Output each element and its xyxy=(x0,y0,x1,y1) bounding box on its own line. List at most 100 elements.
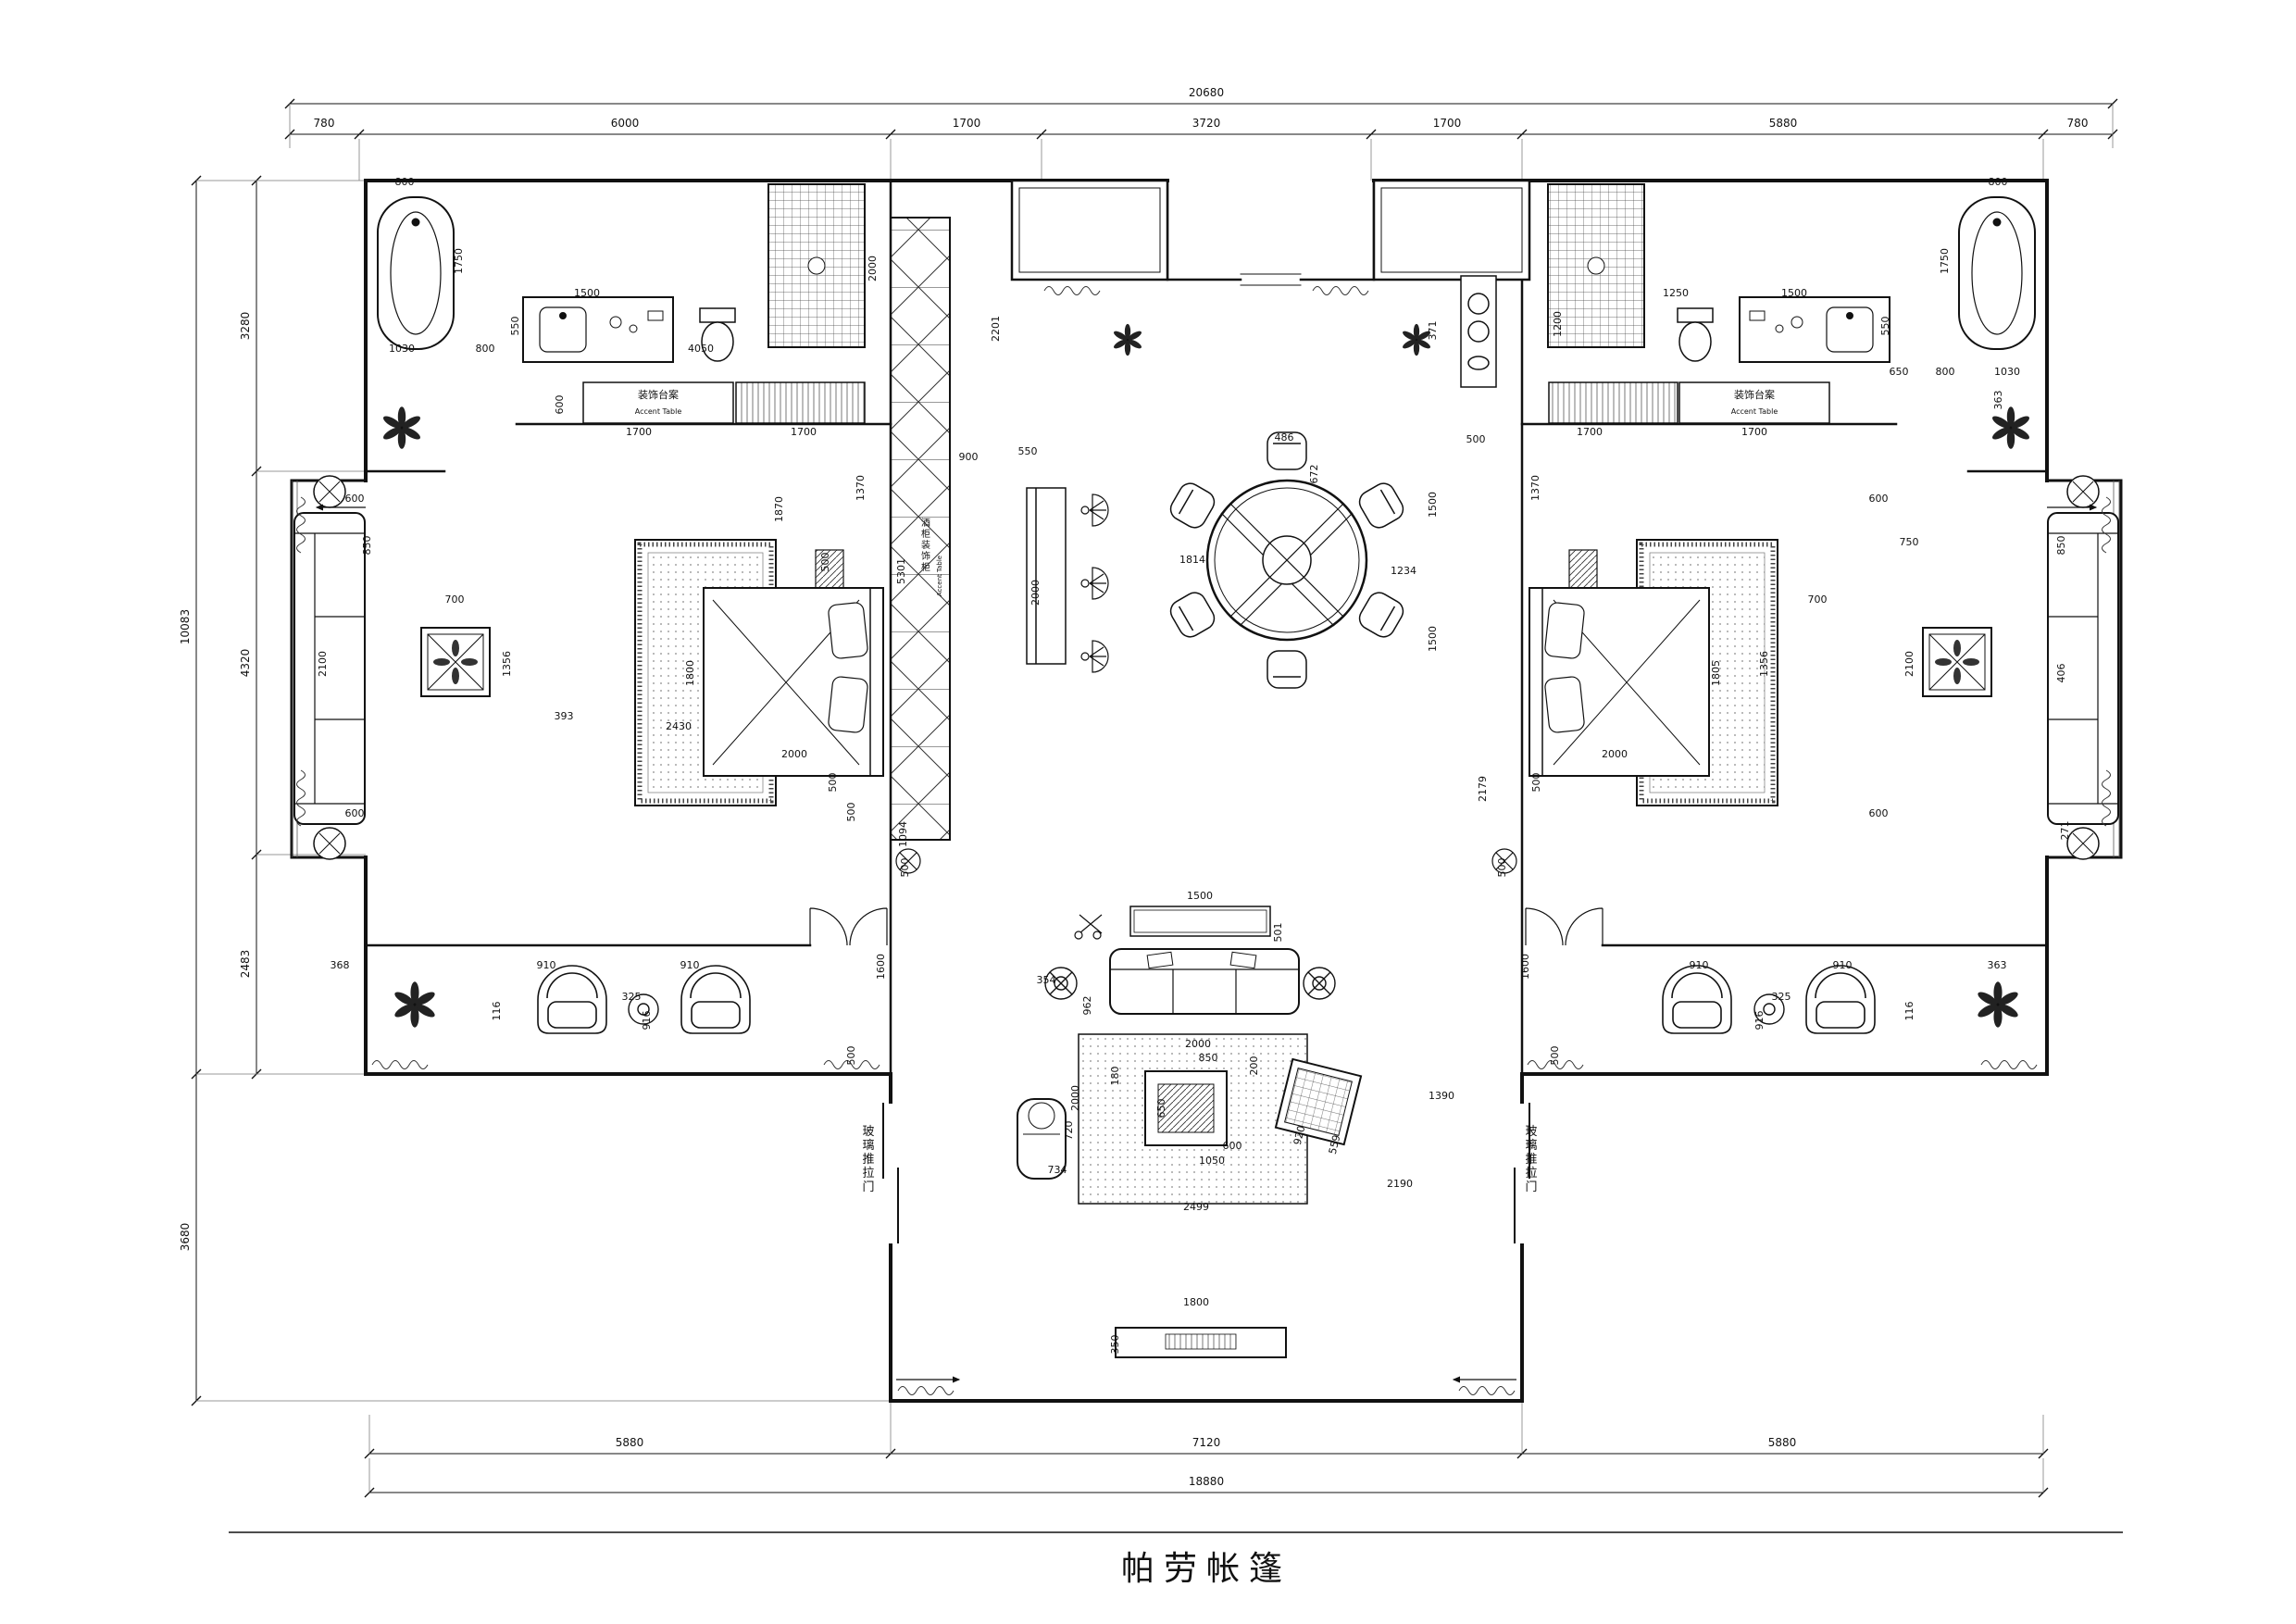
vanity-right xyxy=(1739,296,1890,363)
dim-label: 1200 xyxy=(1552,311,1564,337)
plant-porch-left xyxy=(1112,323,1143,356)
dim-label: 2201 xyxy=(990,316,1002,342)
floor-lamp-right xyxy=(1303,967,1336,1000)
dim-label: 393 xyxy=(555,710,574,722)
bathtub-right xyxy=(1958,196,2036,350)
wine-cabinet-label-en: Accent Table xyxy=(936,556,943,596)
dim-label: 2000 xyxy=(1185,1038,1211,1050)
dim-label: 1370 xyxy=(1529,475,1541,501)
bed-left xyxy=(703,587,884,777)
dim-label: 4050 xyxy=(688,343,714,355)
dim-label: 700 xyxy=(445,593,465,606)
dim-label: 780 xyxy=(2067,117,2089,130)
dim-label: 371 xyxy=(1427,321,1439,341)
plant-bathroom-left xyxy=(381,406,422,449)
dim-label: 500 xyxy=(1496,858,1508,878)
floor-drain-left xyxy=(895,848,921,874)
accent-square-table-left xyxy=(420,627,491,697)
dim-label: 600 xyxy=(1869,493,1889,505)
dim-label: 920 xyxy=(1292,1124,1308,1146)
dim-label: 5301 xyxy=(895,558,907,584)
dim-label: 720 xyxy=(1063,1121,1075,1141)
dim-label: 780 xyxy=(314,117,335,130)
dim-label: 271 xyxy=(2059,821,2071,841)
dim-label: 500 xyxy=(899,858,911,878)
dim-label: 2000 xyxy=(781,748,807,760)
accent-table-right-label-en: Accent Table xyxy=(1731,407,1778,416)
dim-label: 910 xyxy=(1833,959,1853,971)
shower-right xyxy=(1547,183,1645,348)
dim-label: 501 xyxy=(1272,923,1284,943)
dim-label: 1030 xyxy=(1994,366,2020,378)
dim-label: 4320 xyxy=(239,649,252,678)
dining-table xyxy=(1205,479,1368,642)
dim-label: 650 xyxy=(1155,1099,1167,1118)
dim-label: 700 xyxy=(1808,593,1828,606)
dim-label: 3720 xyxy=(1192,117,1221,130)
dim-label: 962 xyxy=(1081,996,1093,1016)
sliding-door-panels xyxy=(882,1103,1530,1243)
dim-label: 325 xyxy=(622,991,642,1003)
barrel-chair-left-2 xyxy=(680,965,751,1034)
dim-label: 354 xyxy=(1037,974,1056,986)
side-table-right xyxy=(1753,993,1785,1025)
dim-label: 1500 xyxy=(1781,287,1807,299)
dim-label: 800 xyxy=(1989,176,2008,188)
dim-label: 650 xyxy=(1890,366,1909,378)
bathtub-left xyxy=(377,196,455,350)
wine-cabinet-label: 酒柜装饰柜 xyxy=(921,518,930,573)
dim-label: 2430 xyxy=(666,720,692,732)
barrel-chair-left-1 xyxy=(537,965,607,1034)
dim-label: 180 xyxy=(1109,1067,1121,1086)
dim-label: 200 xyxy=(1248,1056,1260,1076)
fan-stool-2 xyxy=(1080,567,1109,600)
floor-drain-right xyxy=(1491,848,1517,874)
dim-label: 1805 xyxy=(1710,660,1722,686)
dim-label: 1050 xyxy=(1199,1155,1225,1167)
dim-label: 20680 xyxy=(1189,86,1224,99)
dim-label: 550 xyxy=(509,317,521,336)
door-right-wing xyxy=(1525,907,1603,946)
dim-label: 600 xyxy=(345,493,365,505)
window-squiggles xyxy=(296,286,2111,1395)
dim-label: 600 xyxy=(1869,807,1889,819)
accent-table-right-label: 装饰台案 xyxy=(1734,388,1775,401)
dim-label: 559 xyxy=(1327,1133,1343,1156)
barrel-chair-right-2 xyxy=(1805,965,1876,1034)
dim-label: 910 xyxy=(1690,959,1709,971)
glass-sliding-door-label-right: 玻璃推拉门 xyxy=(1525,1125,1537,1194)
dim-label: 406 xyxy=(2055,664,2067,683)
dim-label: 916 xyxy=(1753,1011,1766,1031)
dim-label: 916 xyxy=(641,1011,653,1031)
dim-label: 1800 xyxy=(1183,1296,1209,1308)
dim-label: 600 xyxy=(554,395,566,415)
dim-label: 363 xyxy=(1992,391,2004,410)
dim-label: 910 xyxy=(680,959,700,971)
dim-label: 500 xyxy=(827,773,839,793)
dim-label: 910 xyxy=(537,959,556,971)
dim-label: 900 xyxy=(959,451,979,463)
dim-label: 600 xyxy=(345,807,365,819)
wine-cabinet xyxy=(890,217,951,841)
dim-label: 1700 xyxy=(1741,426,1767,438)
dim-label: 3680 xyxy=(179,1223,192,1252)
dim-label: 850 xyxy=(1199,1052,1218,1064)
dim-label: 500 xyxy=(1530,773,1542,793)
vanity-left xyxy=(522,296,674,363)
dim-label: 2483 xyxy=(239,950,252,979)
dim-label: 5880 xyxy=(1768,1436,1797,1449)
dim-label: 1750 xyxy=(453,248,465,274)
accent-table-left-label-en: Accent Table xyxy=(635,407,682,416)
dim-label: 2000 xyxy=(1069,1085,1081,1111)
dim-label: 1356 xyxy=(1758,651,1770,677)
dim-label: 1500 xyxy=(574,287,600,299)
dim-label: 2179 xyxy=(1477,776,1489,802)
toilet-left xyxy=(699,307,736,362)
entry-porch-blocks xyxy=(1010,179,1531,281)
dim-label: 10083 xyxy=(179,609,192,644)
dining-console xyxy=(1026,487,1067,665)
dim-label: 1870 xyxy=(773,496,785,522)
dim-label: 550 xyxy=(1879,317,1891,336)
